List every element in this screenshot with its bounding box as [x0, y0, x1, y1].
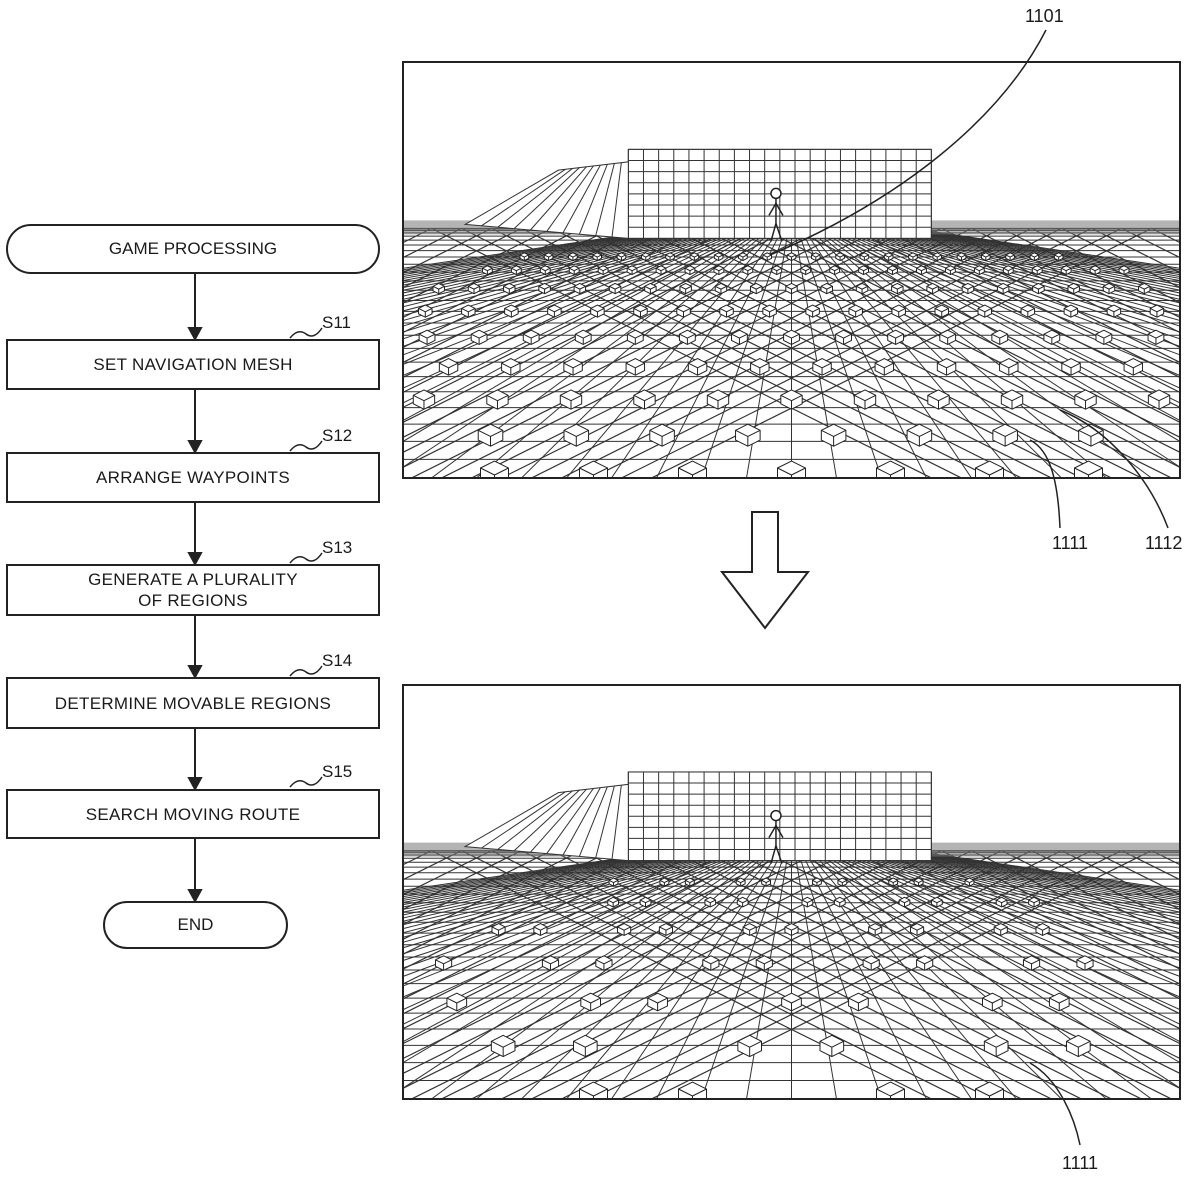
- step-s12-id: S12: [322, 426, 353, 445]
- start-terminal: GAME PROCESSING: [6, 224, 380, 274]
- end-label: END: [177, 915, 214, 934]
- waypoints: [435, 877, 1094, 1098]
- step-s14-box: DETERMINE MOVABLE REGIONS: [6, 677, 380, 729]
- start-label: GAME PROCESSING: [108, 239, 278, 258]
- end-terminal: END: [103, 901, 288, 949]
- region-lines: [404, 850, 1179, 1098]
- step-label-leaders: [289, 327, 323, 788]
- step-s12-label: ARRANGE WAYPOINTS: [95, 468, 290, 487]
- waypoints: [412, 252, 1171, 477]
- reference-leaders: [769, 29, 1169, 1146]
- step-s15-id: S15: [322, 762, 353, 781]
- step-s15-box: SEARCH MOVING ROUTE: [6, 789, 380, 839]
- step-s13-box: GENERATE A PLURALITY OF REGIONS: [6, 564, 380, 616]
- player-character: [768, 809, 784, 864]
- transition-arrow: [719, 511, 811, 630]
- ref-region-1112: 1112: [1145, 533, 1183, 553]
- step-s14-id: S14: [322, 651, 353, 670]
- player-character: [768, 187, 784, 242]
- step-s15-label: SEARCH MOVING ROUTE: [85, 804, 301, 824]
- step-s13-label-line2: OF REGIONS: [138, 591, 248, 610]
- step-s14-label: DETERMINE MOVABLE REGIONS: [54, 693, 332, 713]
- step-s11-box: SET NAVIGATION MESH: [6, 339, 380, 390]
- step-s11-label: SET NAVIGATION MESH: [93, 355, 293, 374]
- step-s13-label-line1: GENERATE A PLURALITY: [88, 570, 298, 589]
- top-game-screen: [402, 61, 1181, 479]
- scene: [404, 771, 1179, 1098]
- ref-waypoint-1111-bottom: 1111: [1062, 1153, 1099, 1173]
- step-s11-id: S11: [322, 313, 351, 332]
- flow-connectors: [187, 274, 203, 904]
- step-s12-box: ARRANGE WAYPOINTS: [6, 452, 380, 503]
- scene: [404, 148, 1179, 477]
- step-s13-id: S13: [322, 538, 353, 557]
- ref-character-1101: 1101: [1025, 6, 1064, 26]
- bottom-game-screen: [402, 684, 1181, 1100]
- building: [463, 771, 932, 862]
- ref-waypoint-1111: 1111: [1052, 533, 1089, 553]
